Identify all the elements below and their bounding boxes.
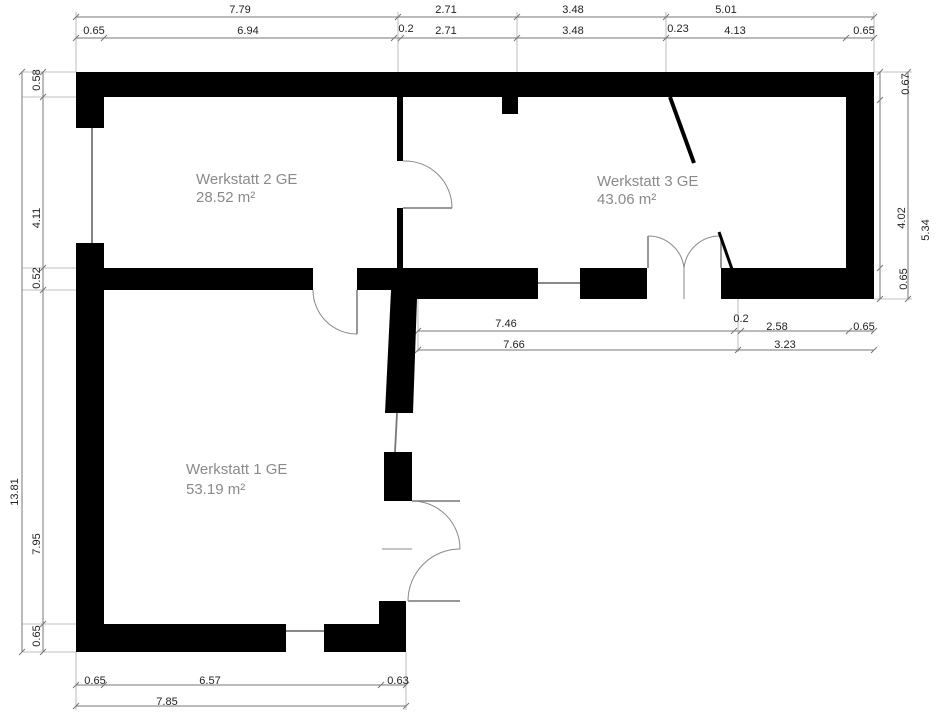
dim-right-3: 5.34 — [920, 219, 932, 240]
dim-top-inner-4: 2.71 — [435, 25, 456, 37]
room-area-werkstatt-2: 28.52 m² — [196, 189, 255, 206]
door-room2 — [402, 160, 453, 209]
doors — [312, 96, 735, 602]
wall-west-upper — [76, 72, 104, 128]
hatch-line-room3 — [668, 96, 696, 164]
windows — [91, 128, 580, 632]
dim-mid-upper-1: 7.46 — [495, 318, 516, 330]
dim-right-1: 0.67 — [900, 73, 912, 94]
wall-east — [846, 72, 874, 299]
room-area-werkstatt-3: 43.06 m² — [597, 191, 656, 208]
door-double-room3 — [647, 235, 722, 299]
dim-left-outer-1: 13.81 — [9, 478, 21, 506]
wall-south-right — [324, 624, 406, 652]
dim-top-inner-5: 3.48 — [562, 25, 583, 37]
dim-top-outer-3: 3.48 — [562, 4, 583, 16]
wall-middle-east-b — [580, 268, 647, 299]
room-label-werkstatt-3: Werkstatt 3 GE — [597, 173, 698, 190]
walls — [76, 72, 874, 652]
hatch-line-door — [717, 231, 735, 273]
dimension-lines — [18, 13, 912, 710]
dim-mid-upper-4: 0.65 — [853, 321, 874, 333]
window-east-inner — [394, 412, 398, 453]
dim-right-2: 4.02 — [896, 207, 908, 228]
wall-north — [76, 72, 874, 97]
dim-left-inner-1: 0.58 — [31, 69, 43, 90]
dim-bottom-inner-2: 6.57 — [199, 675, 220, 687]
dim-mid-lower-2: 3.23 — [774, 339, 795, 351]
dim-bottom-inner-3: 0.63 — [387, 675, 408, 687]
dim-top-inner-8: 0.65 — [853, 25, 874, 37]
dim-mid-upper-3: 2.58 — [766, 321, 787, 333]
wall-middle-east-a — [398, 268, 538, 299]
dim-top-inner-3: 0.2 — [398, 23, 413, 35]
door-room1-room2 — [312, 289, 358, 335]
door-double-room1-east — [382, 500, 461, 602]
dim-top-outer-1: 7.79 — [229, 4, 250, 16]
dim-top-outer-2: 2.71 — [435, 4, 456, 16]
dim-top-inner-7: 4.13 — [724, 25, 745, 37]
dim-left-inner-5: 0.65 — [31, 625, 43, 646]
wall-south-left — [76, 624, 286, 652]
dim-top-inner-2: 6.94 — [237, 25, 258, 37]
dim-bottom-inner-1: 0.65 — [84, 675, 105, 687]
wall-middle-left — [76, 268, 313, 290]
wall-partition-slanted — [385, 270, 418, 413]
wall-stub-north — [502, 95, 518, 114]
dim-top-inner-1: 0.65 — [83, 25, 104, 37]
dim-left-inner-3: 0.52 — [31, 267, 43, 288]
wall-west-lower — [76, 243, 104, 652]
dim-top-inner-6: 0.23 — [667, 23, 688, 35]
dim-bottom-outer-1: 7.85 — [156, 696, 177, 708]
dim-left-inner-2: 4.11 — [31, 208, 43, 229]
room-label-werkstatt-2: Werkstatt 2 GE — [196, 171, 297, 188]
wall-partition-upper — [397, 95, 403, 161]
room-area-werkstatt-1: 53.19 m² — [186, 481, 245, 498]
dim-right-4: 0.65 — [898, 268, 910, 289]
room-label-werkstatt-1: Werkstatt 1 GE — [186, 461, 287, 478]
extension-lines — [22, 12, 912, 710]
wall-east-pier — [384, 452, 412, 501]
dim-mid-lower-1: 7.66 — [503, 339, 524, 351]
wall-partition-lower — [397, 208, 403, 270]
dim-left-inner-4: 7.95 — [31, 533, 43, 554]
dim-mid-upper-2: 0.2 — [733, 313, 748, 325]
dim-top-outer-4: 5.01 — [715, 4, 736, 16]
